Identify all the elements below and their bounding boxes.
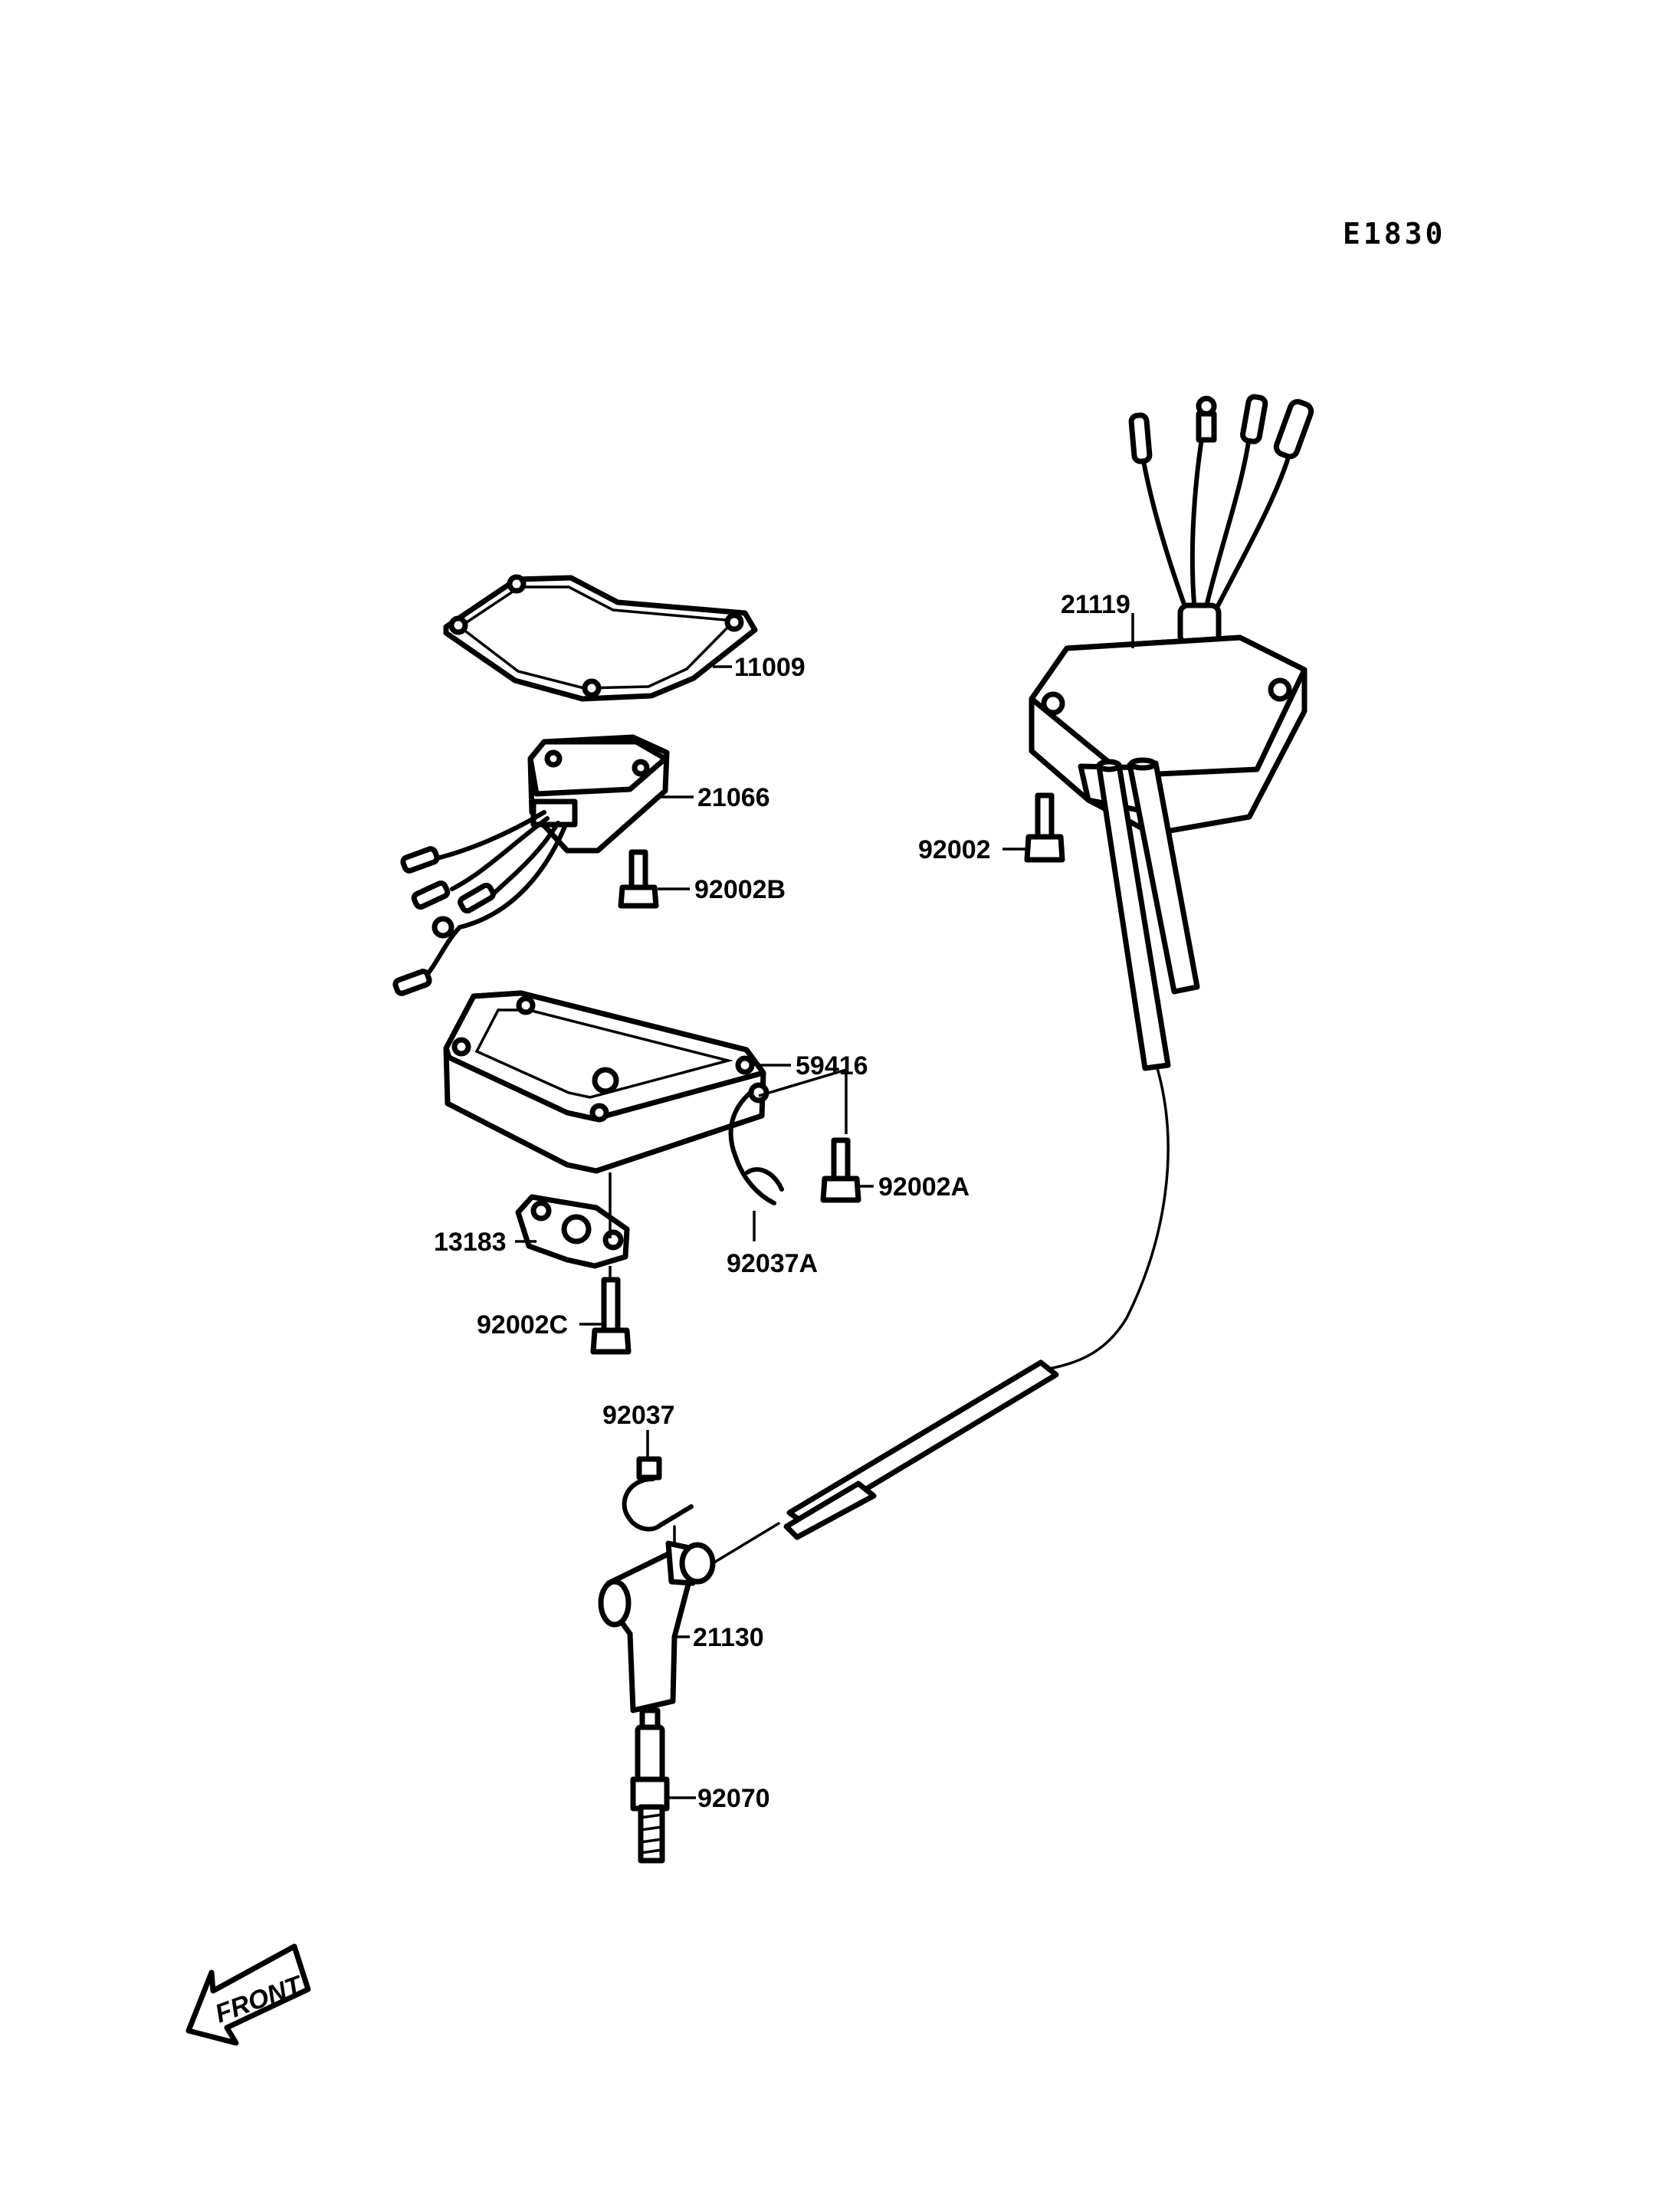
plug-cap-21130 [598,1525,716,1713]
label-92037A: 92037A [727,1249,818,1278]
ignition-coil-21119 [1029,394,1314,1071]
high-tension-lead [711,1067,1170,1565]
label-11009: 11009 [734,653,806,682]
gasket-11009 [443,574,758,702]
spark-plug-92070 [630,1707,670,1864]
bolt-92002 [1024,792,1065,863]
label-92002B: 92002B [694,875,786,904]
label-21130: 21130 [693,1623,764,1652]
label-13183: 13183 [434,1228,507,1257]
label-92037: 92037 [602,1401,675,1430]
label-59416: 59416 [796,1051,868,1080]
label-21066: 21066 [697,783,770,812]
bolt-92002B [618,849,659,909]
label-92002A: 92002A [878,1172,970,1202]
regulator-wire-leads [392,810,568,996]
label-92070: 92070 [697,1784,770,1813]
diagram-code: E1830 [1343,217,1445,251]
label-21119: 21119 [1061,590,1130,619]
label-92002C: 92002C [477,1310,568,1340]
clamp-92037A [728,1082,784,1205]
case-59416 [443,990,766,1174]
bolt-92002A [820,1137,861,1203]
front-arrow-icon: FRONT [185,1943,311,2046]
clip-92037 [622,1456,694,1532]
bolt-92002C [590,1277,632,1355]
bracket-13183 [515,1194,630,1269]
label-92002: 92002 [918,835,991,864]
